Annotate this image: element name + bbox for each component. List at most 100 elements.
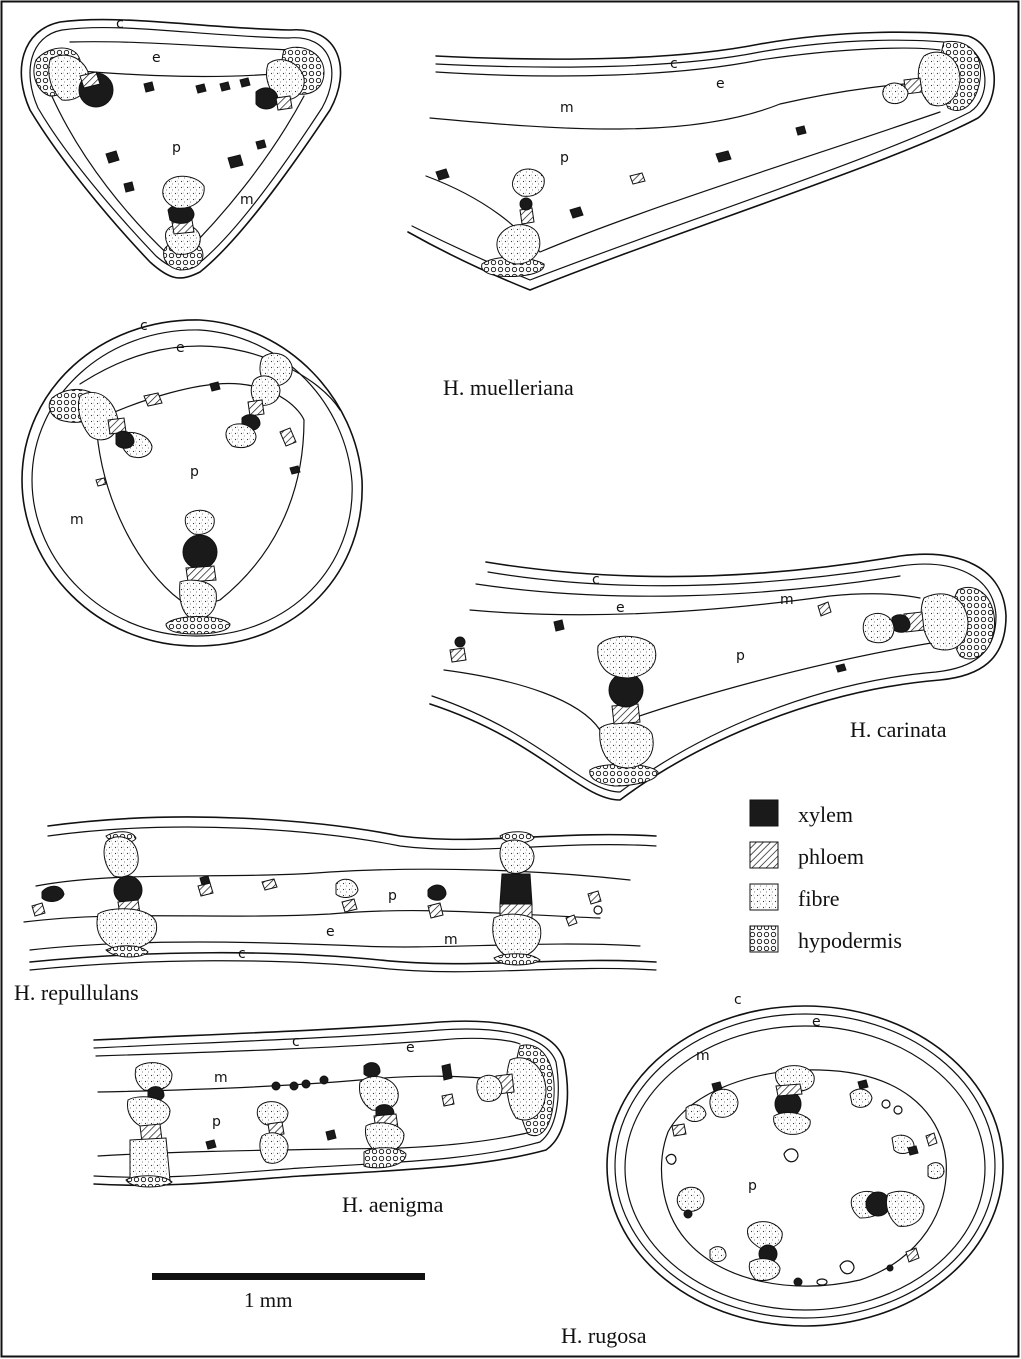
label-cuticle: c — [734, 992, 742, 1008]
small-bundle — [928, 1163, 944, 1179]
phloem-patch — [776, 1084, 802, 1096]
small-bundle — [817, 1279, 827, 1285]
label-epidermis: e — [326, 924, 335, 940]
small-bundle — [818, 602, 831, 616]
label-epidermis: e — [616, 600, 625, 616]
fibre-patch — [477, 1075, 502, 1101]
hypodermis-patch — [166, 617, 230, 635]
small-bundle — [256, 140, 266, 149]
fibre-patch — [97, 909, 157, 950]
fibre-patch — [774, 1113, 811, 1135]
small-bundle — [272, 1082, 280, 1090]
section-rugosa: c e m p — [607, 992, 1003, 1326]
small-bundle — [32, 903, 45, 916]
small-bundle — [320, 1076, 328, 1084]
small-bundle — [882, 1100, 890, 1108]
label-pith: p — [748, 1178, 757, 1194]
small-bundle — [210, 382, 220, 391]
small-bundle — [784, 1149, 798, 1162]
small-bundle — [554, 620, 564, 631]
small-bundle — [42, 886, 64, 901]
small-bundle — [220, 82, 230, 91]
scale-bar-line — [152, 1273, 425, 1280]
label-cuticle: c — [140, 318, 148, 334]
label-cuticle: c — [238, 946, 246, 962]
fibre-patch — [863, 613, 894, 642]
small-bundle — [894, 1106, 902, 1114]
small-bundle — [336, 879, 358, 897]
small-bundle — [450, 648, 466, 662]
legend-swatch-fibre — [750, 884, 778, 910]
label-epidermis: e — [812, 1014, 821, 1030]
label-epidermis: e — [152, 50, 161, 66]
small-bundle — [144, 82, 154, 92]
label-cuticle: c — [116, 16, 124, 32]
legend-label-fibre: fibre — [798, 886, 840, 911]
label-cuticle: c — [670, 56, 678, 72]
section-round-left: c e p m — [22, 318, 362, 646]
small-bundle — [850, 1089, 872, 1107]
legend: xylem phloem fibre hypodermis — [750, 800, 902, 953]
small-bundle — [570, 207, 583, 218]
small-bundle — [672, 1124, 686, 1136]
small-bundle — [858, 1080, 868, 1089]
outer-cuticle — [408, 32, 994, 290]
small-bundle — [106, 151, 119, 163]
label-mesophyll: m — [240, 192, 254, 208]
small-bundle — [906, 1248, 919, 1262]
section-triangular-top-left: c e p m — [21, 16, 340, 278]
pith-outline — [662, 1070, 947, 1286]
species-label-aenigma: H. aenigma — [342, 1192, 444, 1217]
legend-swatch-hypodermis — [750, 926, 778, 952]
fibre-patch — [918, 52, 960, 106]
small-bundle — [198, 883, 213, 896]
fibre-patch — [180, 580, 217, 620]
small-bundle — [684, 1210, 692, 1218]
label-pith: p — [172, 140, 181, 156]
label-epidermis: e — [716, 76, 725, 92]
label-mesophyll: m — [696, 1048, 710, 1064]
legend-label-xylem: xylem — [798, 802, 853, 827]
small-bundle — [96, 478, 106, 486]
small-bundle — [716, 151, 731, 162]
fibre-patch — [749, 1259, 780, 1281]
label-epidermis: e — [406, 1040, 415, 1056]
fibre-patch — [500, 840, 534, 873]
fibre-patch — [886, 1191, 924, 1226]
small-bundle — [796, 126, 806, 135]
label-pith: p — [736, 648, 745, 664]
label-mesophyll: m — [560, 100, 574, 116]
small-bundle — [686, 1105, 706, 1122]
small-bundle — [290, 1082, 298, 1090]
fibre-patch — [185, 510, 214, 534]
small-bundle — [840, 1261, 854, 1274]
legend-swatch-xylem — [750, 800, 778, 826]
scale-bar-label: 1 mm — [244, 1288, 292, 1312]
upper-cuticle-inner — [48, 827, 656, 849]
scale-bar: 1 mm — [152, 1273, 425, 1312]
small-bundle — [666, 1154, 676, 1164]
phloem-patch — [248, 400, 264, 416]
fibre-patch — [493, 914, 541, 958]
epidermis-line — [80, 346, 340, 410]
fibre-patch — [921, 594, 968, 650]
fibre-patch — [163, 176, 204, 208]
xylem-bundle — [520, 198, 532, 210]
legend-label-hypodermis: hypodermis — [798, 928, 902, 953]
fibre-patch — [104, 837, 138, 877]
legend-swatch-phloem — [750, 842, 778, 868]
section-aenigma: c e m p — [94, 1021, 567, 1187]
small-bundle — [712, 1082, 722, 1091]
fibre-patch — [497, 225, 540, 264]
small-bundle — [442, 1064, 452, 1080]
fibre-patch — [600, 723, 653, 768]
hypodermis-patch — [494, 954, 540, 965]
label-pith: p — [560, 150, 569, 166]
small-bundle — [630, 173, 645, 184]
species-label-muelleriana: H. muelleriana — [443, 375, 574, 400]
small-bundle — [200, 876, 210, 885]
hypodermis-patch — [364, 1148, 406, 1168]
small-bundle — [836, 664, 846, 672]
small-bundle — [908, 1146, 918, 1155]
small-bundle — [196, 84, 206, 93]
